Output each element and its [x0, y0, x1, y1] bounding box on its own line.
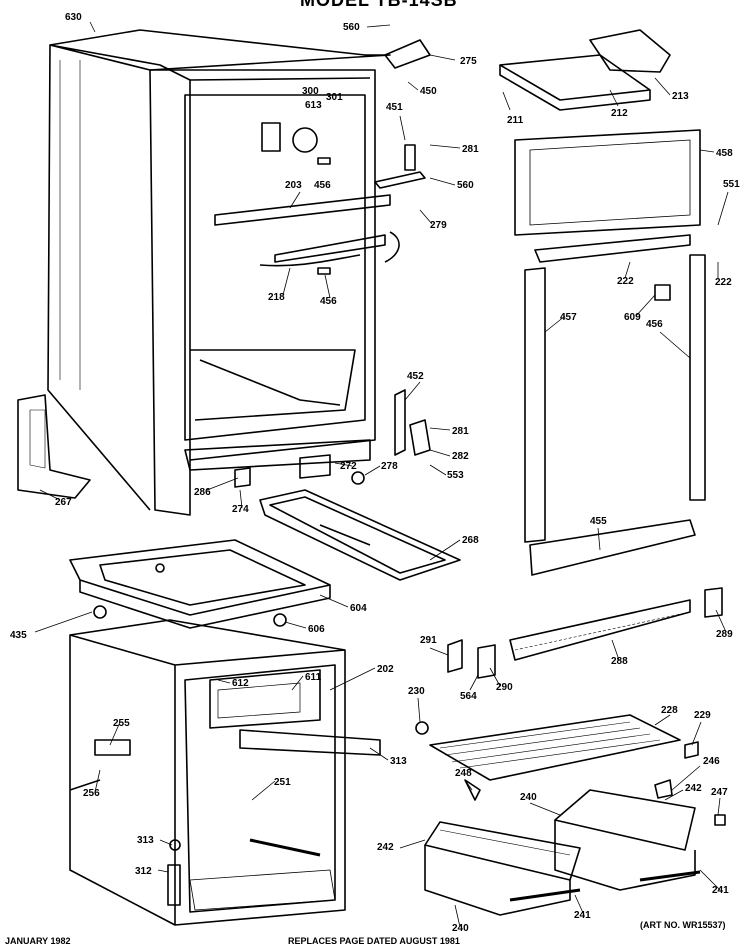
callout-282: 282	[452, 451, 469, 462]
shelves-drawing	[415, 587, 726, 916]
page-title: MODEL TB-14SB	[300, 0, 458, 10]
callout-230: 230	[408, 686, 425, 697]
callout-456: 456	[314, 180, 331, 191]
callout-560: 560	[457, 180, 474, 191]
callout-290: 290	[496, 682, 513, 693]
callout-275: 275	[460, 56, 477, 67]
callout-456: 456	[646, 319, 663, 330]
callout-301: 301	[326, 92, 343, 103]
callout-255: 255	[113, 718, 130, 729]
callout-612: 612	[232, 678, 249, 689]
callout-611: 611	[305, 672, 322, 683]
freezer-door-drawing	[499, 29, 706, 576]
callout-222: 222	[617, 276, 634, 287]
callout-222: 222	[715, 277, 732, 288]
callout-218: 218	[268, 292, 285, 303]
callout-300: 300	[302, 86, 319, 97]
callout-553: 553	[447, 470, 464, 481]
callout-313: 313	[137, 835, 154, 846]
callout-242: 242	[685, 783, 702, 794]
callout-452: 452	[407, 371, 424, 382]
callout-458: 458	[716, 148, 733, 159]
callout-450: 450	[420, 86, 437, 97]
callout-279: 279	[430, 220, 447, 231]
callout-212: 212	[611, 108, 628, 119]
lower-cabinet-drawing	[69, 605, 381, 926]
art-number: (ART NO. WR15537)	[640, 920, 726, 930]
callout-240: 240	[520, 792, 537, 803]
callout-240: 240	[452, 923, 469, 934]
callout-229: 229	[694, 710, 711, 721]
callout-211: 211	[507, 115, 524, 126]
callout-281: 281	[462, 144, 479, 155]
callout-241: 241	[574, 910, 591, 921]
divider-tray-drawing	[69, 539, 331, 629]
callout-246: 246	[703, 756, 720, 767]
callout-241: 241	[712, 885, 729, 896]
callout-281: 281	[452, 426, 469, 437]
callout-267: 267	[55, 497, 72, 508]
callout-613: 613	[305, 100, 322, 111]
callout-202: 202	[377, 664, 394, 675]
callout-251: 251	[274, 777, 291, 788]
callout-457: 457	[560, 312, 577, 323]
callout-451: 451	[386, 102, 403, 113]
callout-604: 604	[350, 603, 367, 614]
callout-274: 274	[232, 504, 249, 515]
callout-313: 313	[390, 756, 407, 767]
callout-247: 247	[711, 787, 728, 798]
callout-203: 203	[285, 180, 302, 191]
callout-630: 630	[65, 12, 82, 23]
callout-288: 288	[611, 656, 628, 667]
callout-228: 228	[661, 705, 678, 716]
footer-date: JANUARY 1982	[5, 936, 71, 946]
callout-248: 248	[455, 768, 472, 779]
upper-cabinet-drawing	[17, 29, 431, 516]
callout-435: 435	[10, 630, 27, 641]
callout-286: 286	[194, 487, 211, 498]
callout-606: 606	[308, 624, 325, 635]
callout-609: 609	[624, 312, 641, 323]
callout-213: 213	[672, 91, 689, 102]
callout-560: 560	[343, 22, 360, 33]
callout-272: 272	[340, 461, 357, 472]
callout-242: 242	[377, 842, 394, 853]
callout-256: 256	[83, 788, 100, 799]
callout-455: 455	[590, 516, 607, 527]
drain-pan-drawing	[259, 489, 461, 581]
callout-551: 551	[723, 179, 740, 190]
callout-289: 289	[716, 629, 733, 640]
footer-replaces: REPLACES PAGE DATED AUGUST 1981	[288, 936, 460, 946]
callout-268: 268	[462, 535, 479, 546]
callout-278: 278	[381, 461, 398, 472]
callout-564: 564	[460, 691, 477, 702]
callout-312: 312	[135, 866, 152, 877]
callout-291: 291	[420, 635, 437, 646]
callout-456: 456	[320, 296, 337, 307]
